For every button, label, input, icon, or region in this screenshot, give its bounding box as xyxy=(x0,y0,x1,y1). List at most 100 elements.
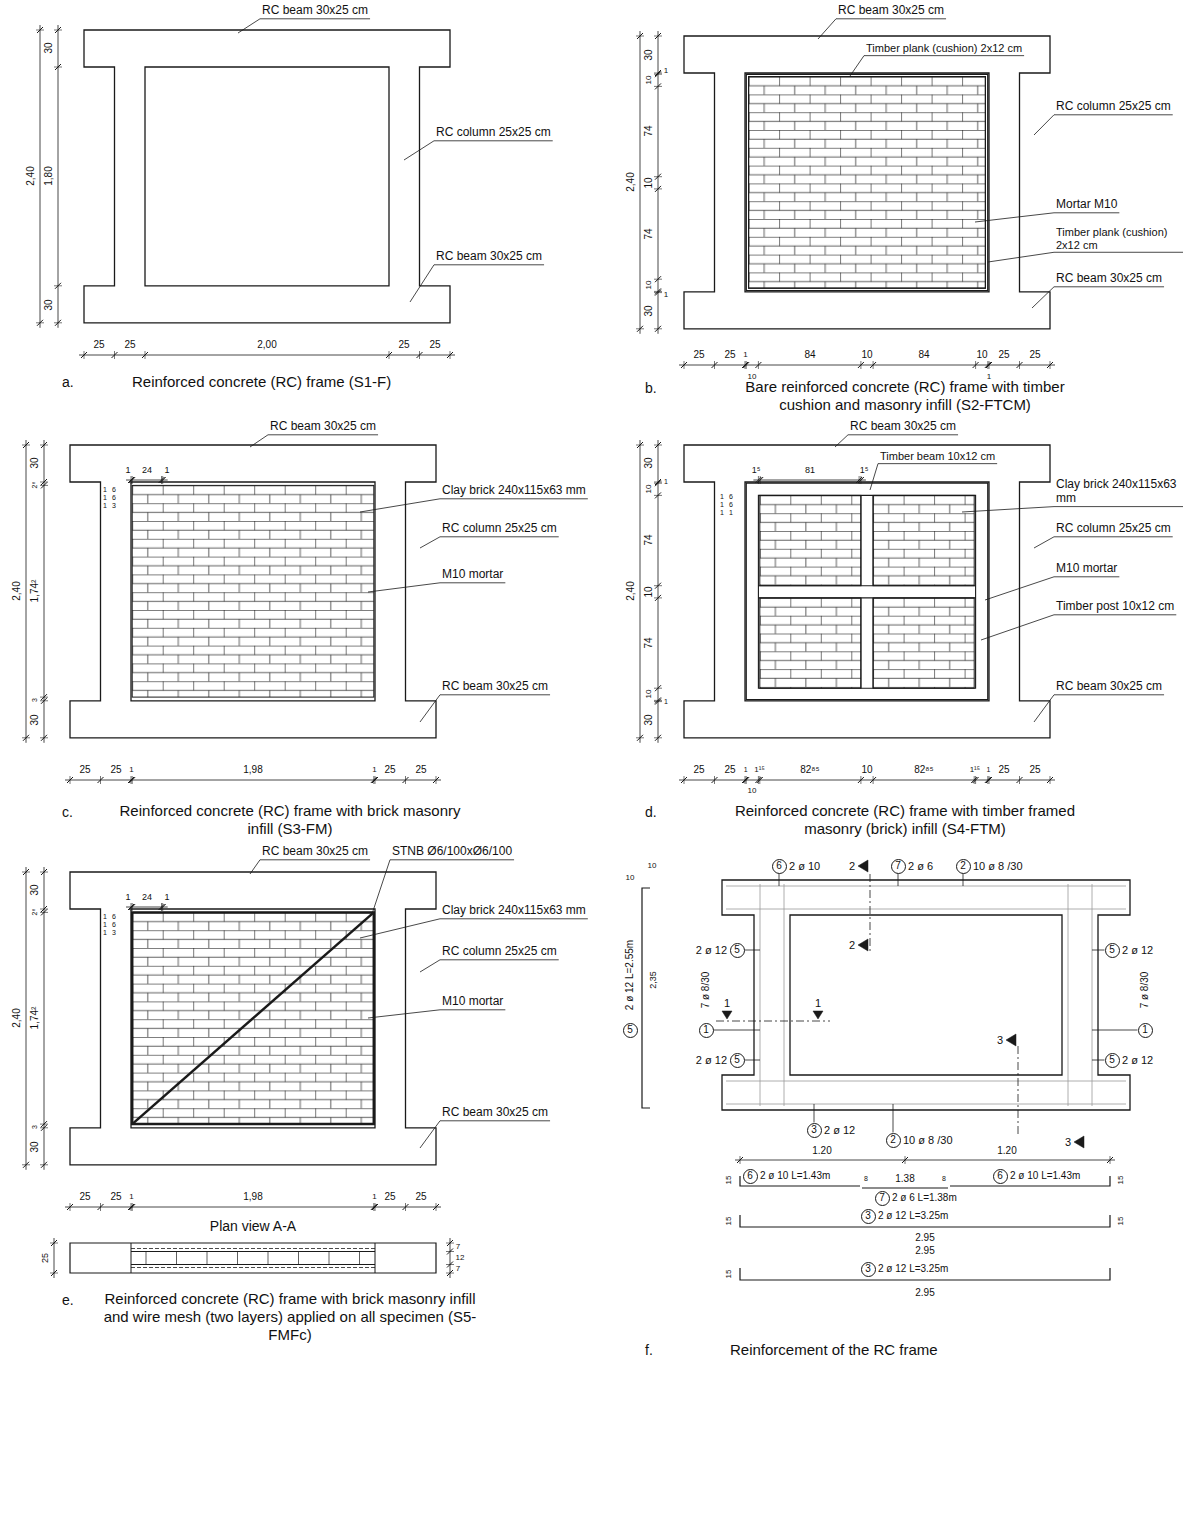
callout-label: RC column 25x25 cm xyxy=(1056,522,1171,536)
dimension-label: 2.95 xyxy=(915,1287,934,1299)
callout-label: Clay brick 240x115x63 mm xyxy=(1056,478,1181,506)
label-text: 6 xyxy=(112,913,116,920)
label-text: RC column 25x25 cm xyxy=(1056,99,1171,113)
label-text: 2⁸ xyxy=(31,482,38,489)
dimension-tick xyxy=(372,777,378,783)
figure-caption: Bare reinforced concrete (RC) frame with… xyxy=(735,378,1075,414)
dimension-tick xyxy=(403,777,409,783)
label-text: 15 xyxy=(724,1217,733,1226)
dimension-tick xyxy=(447,352,453,358)
dimension-tick xyxy=(714,361,715,369)
dimension-label: 30 xyxy=(29,457,41,468)
rebar-line xyxy=(760,884,761,1106)
dimension-tick xyxy=(681,362,687,368)
label-text: 8 xyxy=(942,1175,946,1182)
callout-number: 6 xyxy=(747,1171,753,1181)
label-text: 1,98 xyxy=(243,764,262,775)
label-text: 25 xyxy=(79,1191,90,1202)
label-text: 25 xyxy=(415,764,426,775)
dimension-tick xyxy=(655,276,661,282)
dimension-label: 2 ø 6 xyxy=(908,860,933,873)
dimension-line xyxy=(79,355,455,356)
plan-line xyxy=(131,1251,375,1252)
dimension-label: 81 xyxy=(805,465,815,475)
bar-shape xyxy=(642,888,650,1108)
dimension-tick xyxy=(54,322,62,323)
timber-beam xyxy=(758,585,975,586)
label-text: 25 xyxy=(429,339,440,350)
label-text: 6 xyxy=(112,486,116,493)
dimension-label: 15 xyxy=(1116,1176,1125,1185)
callout-number: 5 xyxy=(1109,1055,1115,1065)
dimension-line xyxy=(65,1207,441,1208)
label-text: 24 xyxy=(142,465,152,475)
leader-line xyxy=(1034,695,1164,722)
dimension-label: 8 xyxy=(942,1175,946,1183)
dimension-tick xyxy=(975,361,976,369)
dimension-label: 10 ø 8 /30 xyxy=(903,1134,953,1147)
callout-label: RC beam 30x25 cm xyxy=(436,250,542,264)
dimension-tick xyxy=(160,904,166,910)
dimension-tick xyxy=(436,776,437,784)
label-text: Reinforced concrete (RC) frame with timb… xyxy=(735,802,1075,837)
wire-mesh-border xyxy=(132,912,374,1124)
dimension-tick xyxy=(41,1162,47,1168)
dimension-label: 25 xyxy=(124,339,135,351)
dimension-label: 25 xyxy=(724,764,735,776)
dimension-label: 1,98 xyxy=(243,764,262,776)
dimension-label: 2,40 xyxy=(25,166,37,185)
dimension-label: 2 ø 10 xyxy=(789,860,820,873)
dimension-tick xyxy=(132,776,133,784)
timber-post xyxy=(873,495,874,585)
label-text: 1 xyxy=(372,765,376,774)
dimension-tick xyxy=(974,776,975,784)
label-text: 2 ø 10 xyxy=(789,860,820,872)
dimension-tick xyxy=(446,1251,454,1252)
frame-illustration xyxy=(22,25,1138,1280)
label-text: 2 ø 12 L=2.55m xyxy=(624,940,635,1010)
label-text: Clay brick 240x115x63 mm xyxy=(1056,477,1177,505)
dimension-tick xyxy=(654,483,662,484)
dimension-label: 25 xyxy=(384,1191,395,1203)
timber-post xyxy=(860,495,861,585)
dimension-tick xyxy=(987,776,988,784)
dimension-tick xyxy=(436,1203,437,1211)
dimension-tick xyxy=(131,476,132,484)
leader-line xyxy=(870,464,997,490)
rc-frame-outline xyxy=(70,872,436,1165)
callout-number: 6 xyxy=(997,1171,1003,1181)
label-text: 6 xyxy=(112,921,116,928)
dimension-tick xyxy=(373,1203,374,1211)
dimension-label: 10 xyxy=(626,873,635,882)
leader-line xyxy=(814,1104,815,1123)
label-text: 1 xyxy=(103,921,107,928)
dimension-tick xyxy=(55,320,61,326)
dimension-tick xyxy=(989,776,990,784)
dimension-tick xyxy=(636,737,644,738)
dimension-tick xyxy=(655,70,661,76)
rc-frame-outline xyxy=(684,36,1050,329)
label-text: Mortar M10 xyxy=(1056,197,1117,211)
dimension-line xyxy=(40,25,41,328)
label-text: M10 mortar xyxy=(442,567,503,581)
dimension-label: 1 xyxy=(372,765,376,774)
rebar-line xyxy=(726,909,1126,910)
plan-outline xyxy=(70,1243,436,1273)
label-text: a. xyxy=(62,374,74,390)
dimension-tick xyxy=(743,777,749,783)
dimension-label: 3 xyxy=(997,1034,1003,1047)
label-text: 1 xyxy=(720,493,724,500)
label-text: 25 xyxy=(998,764,1009,775)
dimension-tick xyxy=(654,73,662,74)
dimension-label: 1 xyxy=(125,892,130,902)
dimension-label: 25 xyxy=(693,349,704,361)
dimension-label: 1 xyxy=(164,892,169,902)
dimension-tick xyxy=(1050,776,1051,784)
dimension-label: 2⁸ xyxy=(31,909,39,916)
callout-label: RC beam 30x25 cm xyxy=(838,4,944,18)
dimension-tick xyxy=(128,477,134,483)
dimension-tick xyxy=(386,352,392,358)
dimension-tick xyxy=(128,1204,134,1210)
callout-label: RC column 25x25 cm xyxy=(442,945,557,959)
label-text: 1,74² xyxy=(29,1007,40,1030)
